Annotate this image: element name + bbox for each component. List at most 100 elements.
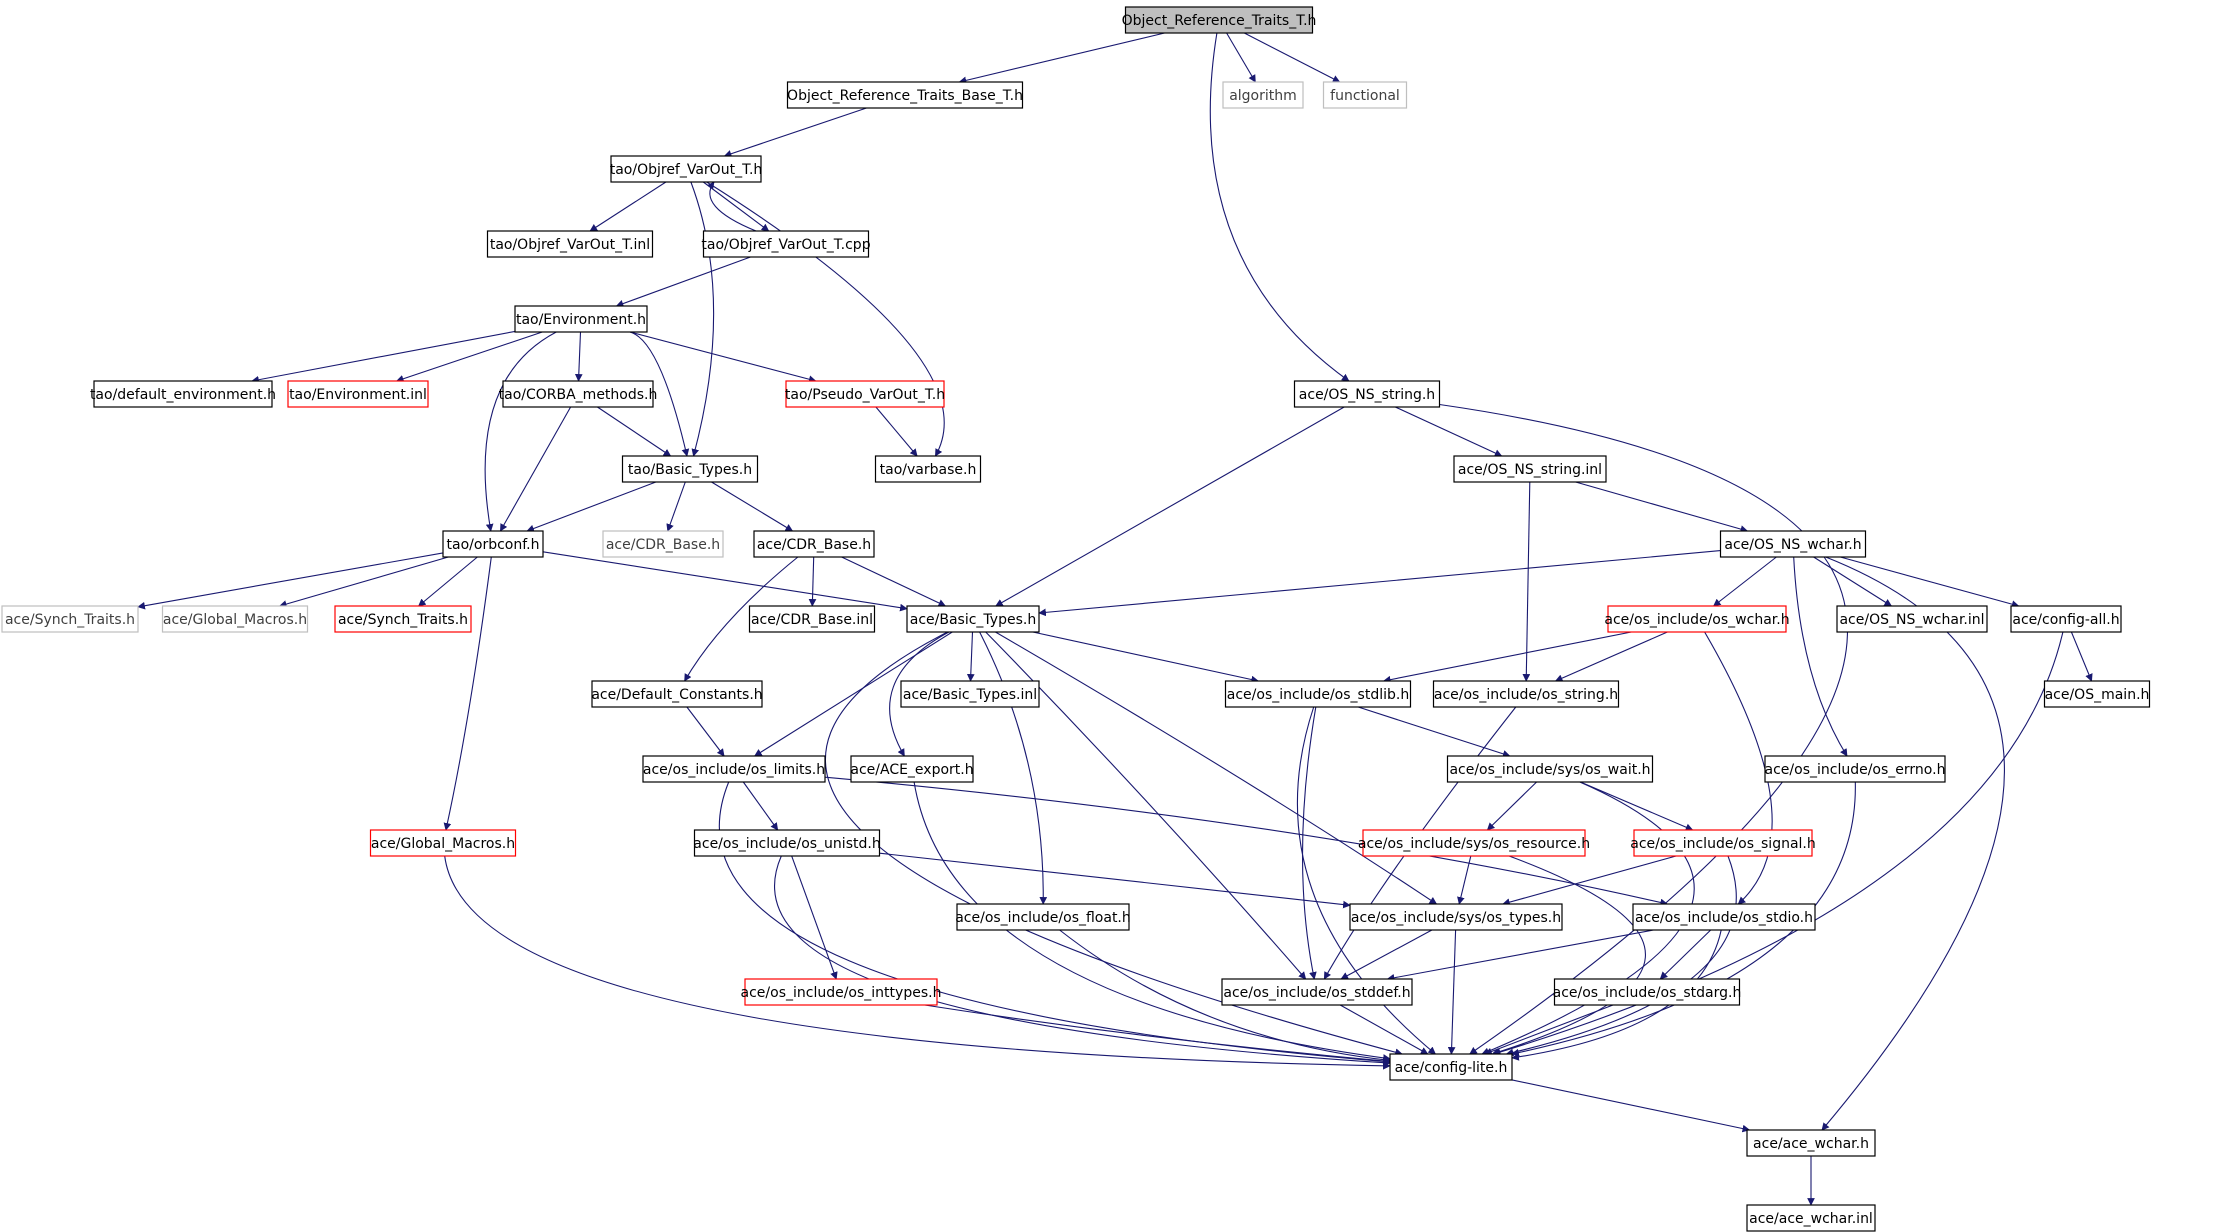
node-label: ace/Synch_Traits.h	[338, 612, 468, 628]
edge-corba_methods-to-orbconf	[499, 406, 572, 532]
edge-os_stdio-to-os_stdarg	[1659, 929, 1712, 980]
node-box	[1222, 81, 1304, 109]
node-cdr-base-inl[interactable]: ace/CDR_Base.inl	[748, 605, 876, 633]
node-pseudo-varout[interactable]: tao/Pseudo_VarOut_T.h	[785, 380, 945, 408]
edge-os_ns_string_h-to-os_ns_string_inl	[1395, 406, 1503, 457]
node-os-ns-string-h[interactable]: ace/OS_NS_string.h	[1293, 380, 1441, 408]
node-os-errno[interactable]: ace/os_include/os_errno.h	[1764, 755, 1946, 783]
edge-cdr_base_h-to-default_constants	[684, 556, 799, 682]
node-global-macros-ext: ace/Global_Macros.h	[161, 605, 309, 633]
node-label: tao/Pseudo_VarOut_T.h	[785, 387, 945, 403]
edge-varout_h-to-varout_cpp	[702, 181, 770, 232]
node-basic-types-inl[interactable]: ace/Basic_Types.inl	[900, 680, 1040, 708]
node-os-wait[interactable]: ace/os_include/sys/os_wait.h	[1446, 755, 1654, 783]
edge-os_stdio-to-config_lite	[1511, 929, 1722, 1061]
node-os-stdio[interactable]: ace/os_include/os_stdio.h	[1632, 903, 1816, 931]
edge-os_wait-to-os_signal	[1580, 781, 1694, 831]
node-label: ace/Global_Macros.h	[371, 836, 515, 852]
node-config-lite[interactable]: ace/config-lite.h	[1389, 1053, 1513, 1081]
edge-default_constants-to-os_limits	[686, 706, 725, 757]
node-tao-varbase[interactable]: tao/varbase.h	[874, 455, 982, 483]
edge-orbconf-to-synch_traits	[418, 556, 478, 607]
node-config-all[interactable]: ace/config-all.h	[2010, 605, 2122, 633]
node-box	[702, 230, 870, 258]
node-corba-methods[interactable]: tao/CORBA_methods.h	[499, 380, 658, 408]
node-box	[502, 380, 654, 408]
node-os-string[interactable]: ace/os_include/os_string.h	[1432, 680, 1620, 708]
node-varout-inl[interactable]: tao/Objref_VarOut_T.inl	[486, 230, 654, 258]
node-os-stdarg[interactable]: ace/os_include/os_stdarg.h	[1553, 978, 1742, 1006]
node-label: ace/os_include/os_string.h	[1434, 687, 1618, 703]
node-default-constants[interactable]: ace/Default_Constants.h	[591, 680, 763, 708]
node-label: ace/os_include/os_float.h	[955, 910, 1131, 926]
node-label: Object_Reference_Traits_T.h	[1122, 13, 1317, 29]
node-os-main[interactable]: ace/OS_main.h	[2043, 680, 2151, 708]
node-label: ace/os_include/os_signal.h	[1630, 836, 1816, 852]
node-os-ns-string-inl[interactable]: ace/OS_NS_string.inl	[1453, 455, 1607, 483]
node-ace-wchar-inl[interactable]: ace/ace_wchar.inl	[1746, 1204, 1876, 1232]
node-box	[956, 903, 1130, 931]
node-label: tao/Environment.h	[516, 312, 646, 328]
node-varout-cpp[interactable]: tao/Objref_VarOut_T.cpp	[701, 230, 871, 258]
node-ace-basic[interactable]: ace/Basic_Types.h	[906, 605, 1040, 633]
node-obj-base[interactable]: Object_Reference_Traits_Base_T.h	[786, 81, 1024, 109]
node-global-macros[interactable]: ace/Global_Macros.h	[369, 829, 517, 857]
node-tao-basic[interactable]: tao/Basic_Types.h	[621, 455, 759, 483]
node-cdr-base-h[interactable]: ace/CDR_Base.h	[753, 530, 875, 558]
edge-root-to-obj_base	[958, 32, 1165, 85]
node-ace-export[interactable]: ace/ACE_export.h	[850, 755, 974, 783]
node-root[interactable]: Object_Reference_Traits_T.h	[1122, 6, 1317, 34]
edge-varout_cpp-to-environment_h	[615, 256, 751, 308]
node-label: ace/CDR_Base.inl	[751, 612, 873, 628]
node-box	[1446, 755, 1654, 783]
node-default-env[interactable]: tao/default_environment.h	[90, 380, 276, 408]
edge-os_stdlib-to-config_lite	[1296, 706, 1436, 1055]
edge-orbconf-to-synch_traits_ext	[137, 552, 444, 610]
node-os-limits[interactable]: ace/os_include/os_limits.h	[642, 755, 826, 783]
node-os-unistd[interactable]: ace/os_include/os_unistd.h	[693, 829, 881, 857]
node-os-types[interactable]: ace/os_include/sys/os_types.h	[1349, 903, 1563, 931]
node-synch-traits[interactable]: ace/Synch_Traits.h	[334, 605, 472, 633]
node-environment-h[interactable]: tao/Environment.h	[514, 305, 648, 333]
node-functional: functional	[1322, 81, 1408, 109]
node-orbconf[interactable]: tao/orbconf.h	[442, 530, 544, 558]
edge-config_lite-to-ace_wchar_h	[1511, 1079, 1751, 1133]
node-label: ace/os_include/sys/os_wait.h	[1449, 762, 1650, 778]
edge-ace_basic-to-os_limits	[754, 631, 953, 757]
node-os-resource[interactable]: ace/os_include/sys/os_resource.h	[1358, 829, 1590, 857]
edge-os_wait-to-os_resource	[1486, 781, 1537, 831]
node-label: ace/ace_wchar.h	[1753, 1136, 1869, 1152]
node-os-stdlib[interactable]: ace/os_include/os_stdlib.h	[1224, 680, 1412, 708]
node-label: ace/os_include/os_stddef.h	[1223, 985, 1410, 1001]
node-os-ns-wchar-h[interactable]: ace/OS_NS_wchar.h	[1719, 530, 1867, 558]
node-box	[1221, 978, 1413, 1006]
node-box	[486, 230, 654, 258]
node-box	[442, 530, 544, 558]
node-label: ace/os_include/os_limits.h	[643, 762, 825, 778]
node-cdr-base-h-ext: ace/CDR_Base.h	[602, 530, 724, 558]
node-os-ns-wchar-inl[interactable]: ace/OS_NS_wchar.inl	[1836, 605, 1988, 633]
node-box	[785, 380, 945, 408]
node-label: ace/Global_Macros.h	[163, 612, 307, 628]
node-box	[1, 605, 139, 633]
node-varout-h[interactable]: tao/Objref_VarOut_T.h	[610, 155, 763, 183]
node-box	[786, 81, 1024, 109]
node-os-float[interactable]: ace/os_include/os_float.h	[955, 903, 1131, 931]
edge-os_stddef-to-config_lite	[1339, 1004, 1429, 1055]
node-os-inttypes[interactable]: ace/os_include/os_inttypes.h	[741, 978, 942, 1006]
node-box	[621, 455, 759, 483]
edge-os_ns_wchar_h-to-os_ns_wchar_inl	[1813, 556, 1893, 607]
edge-os_limits-to-os_stdio	[824, 776, 1668, 907]
node-label: ace/OS_NS_wchar.h	[1724, 537, 1861, 553]
node-os-stddef[interactable]: ace/os_include/os_stddef.h	[1221, 978, 1413, 1006]
node-environment-inl[interactable]: tao/Environment.inl	[287, 380, 429, 408]
node-label: ace/os_include/os_stdarg.h	[1553, 985, 1742, 1001]
node-os-signal[interactable]: ace/os_include/os_signal.h	[1630, 829, 1816, 857]
node-box	[1607, 605, 1787, 633]
edge-cdr_base_h-to-ace_basic	[841, 556, 947, 607]
node-os-wchar-h[interactable]: ace/os_include/os_wchar.h	[1604, 605, 1790, 633]
node-label: ace/os_include/os_stdlib.h	[1227, 687, 1409, 703]
node-box	[369, 829, 517, 857]
node-box	[1633, 829, 1813, 857]
node-ace-wchar-h[interactable]: ace/ace_wchar.h	[1746, 1129, 1876, 1157]
